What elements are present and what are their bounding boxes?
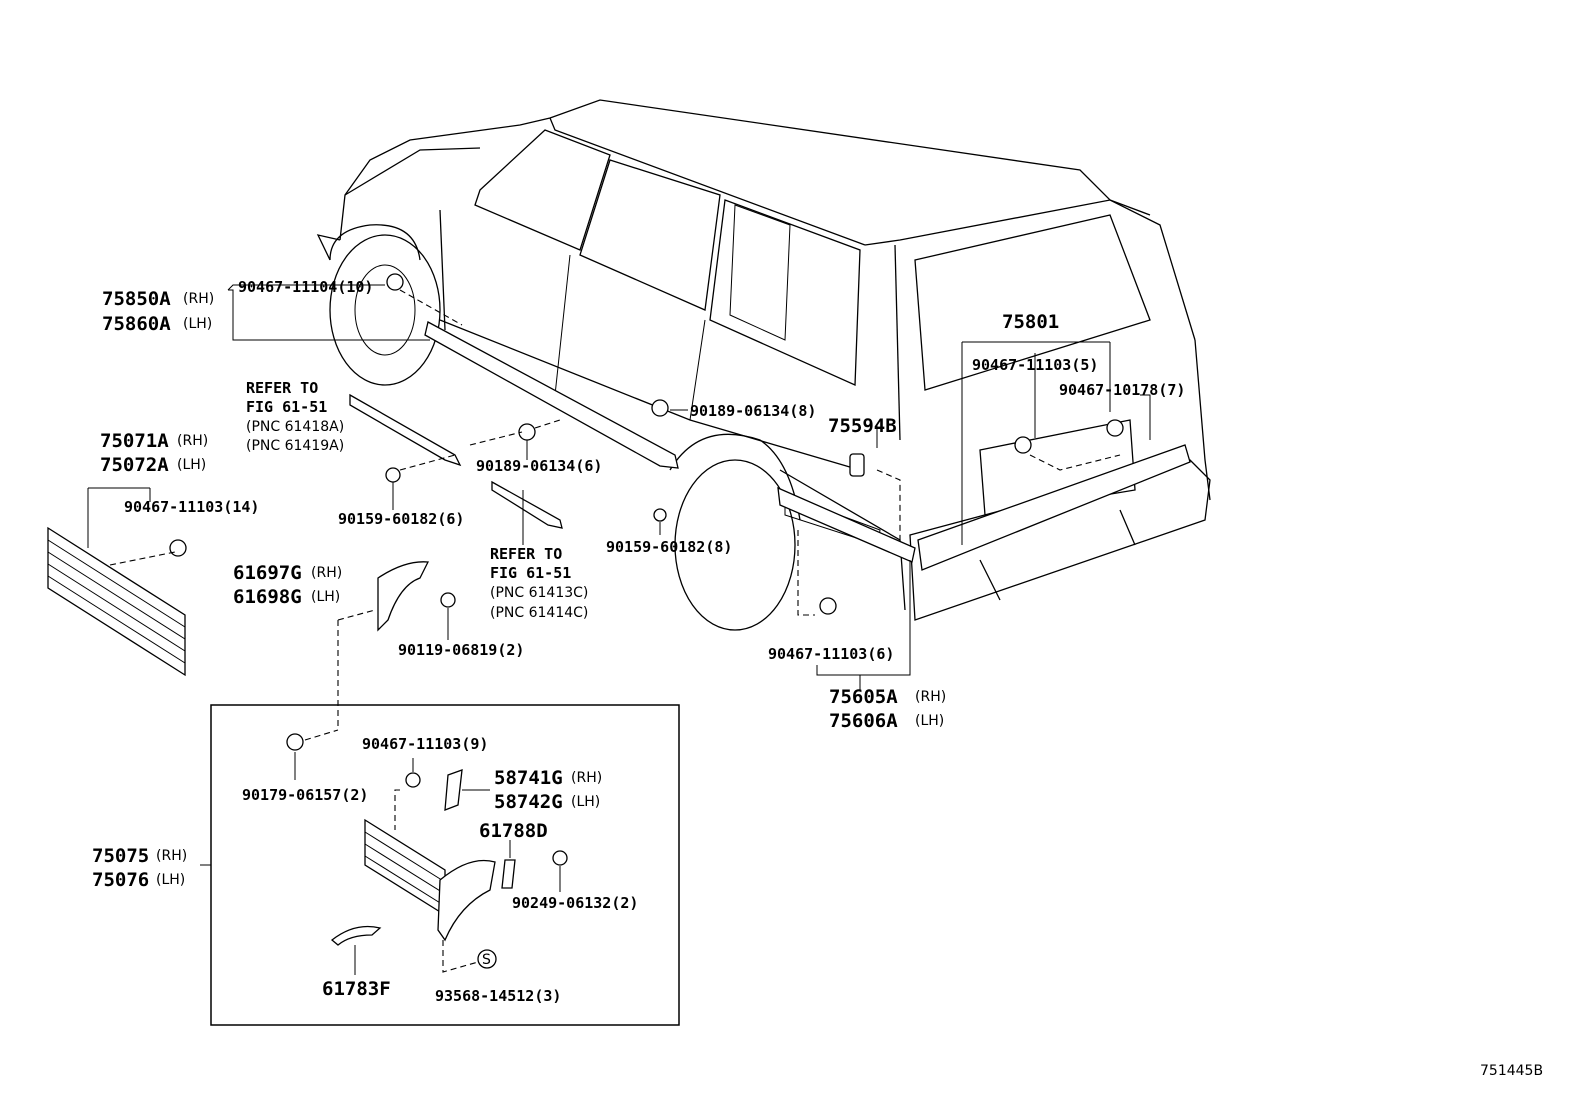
label-75801: 75801 <box>1002 311 1059 333</box>
bracket-refer-fig-lower <box>491 480 563 529</box>
label-rh-75850A: (RH) <box>183 291 214 307</box>
label-lh-75860A: (LH) <box>183 316 212 332</box>
label-75850A: 75850A <box>102 288 171 310</box>
label-93568-14512: 93568-14512(3) <box>435 987 561 1005</box>
label-90189-06134-8: 90189-06134(8) <box>690 402 816 420</box>
label-pnc-61419A: (PNC 61419A) <box>246 438 344 454</box>
label-61698G: 61698G <box>233 586 302 608</box>
label-fig-61-51-2: FIG 61-51 <box>490 564 571 582</box>
rear-side-moulding-part <box>777 486 916 563</box>
label-75606A: 75606A <box>829 710 898 732</box>
leader-lines <box>87 284 1151 730</box>
label-90119-06819: 90119-06819(2) <box>398 641 524 659</box>
label-90467-11104: 90467-11104(10) <box>238 278 373 296</box>
label-75076: 75076 <box>92 869 149 891</box>
label-refer-to-1: REFER TO <box>246 379 318 397</box>
label-75605A: 75605A <box>829 686 898 708</box>
label-lh-75606A: (LH) <box>915 713 944 729</box>
label-lh-75076: (LH) <box>156 872 185 888</box>
label-rh-75071A: (RH) <box>177 433 208 449</box>
fastener-clips <box>169 273 1124 615</box>
label-lh-75072A: (LH) <box>177 457 206 473</box>
label-90467-11103-9: 90467-11103(9) <box>362 735 488 753</box>
label-58742G: 58742G <box>494 791 563 813</box>
detail-box-parts <box>200 729 568 975</box>
label-90179-06157: 90179-06157(2) <box>242 786 368 804</box>
label-90467-11103-6: 90467-11103(6) <box>768 645 894 663</box>
rocker-moulding-part <box>424 321 679 469</box>
label-lh-61698G: (LH) <box>311 589 340 605</box>
label-pnc-61413C: (PNC 61413C) <box>490 585 588 601</box>
back-door-garnish-part <box>917 444 1191 571</box>
detail-box <box>210 704 680 1026</box>
label-90159-60182-8: 90159-60182(8) <box>606 538 732 556</box>
label-pnc-61414C: (PNC 61414C) <box>490 605 588 621</box>
label-58741G: 58741G <box>494 767 563 789</box>
mudguard-part <box>377 561 430 632</box>
label-61697G: 61697G <box>233 562 302 584</box>
label-rh-75075: (RH) <box>156 848 187 864</box>
bracket-refer-fig-upper <box>349 393 462 467</box>
label-90159-60182-6: 90159-60182(6) <box>338 510 464 528</box>
label-pnc-61418A: (PNC 61418A) <box>246 419 344 435</box>
label-61783F: 61783F <box>322 978 391 1000</box>
label-fig-61-51-1: FIG 61-51 <box>246 398 327 416</box>
label-90249-06132: 90249-06132(2) <box>512 894 638 912</box>
label-90467-11103-5: 90467-11103(5) <box>972 356 1098 374</box>
label-refer-to-2: REFER TO <box>490 545 562 563</box>
label-rh-75605A: (RH) <box>915 689 946 705</box>
front-side-moulding-part <box>47 526 186 677</box>
clip-75594B-part <box>849 453 865 477</box>
label-75075: 75075 <box>92 845 149 867</box>
label-90467-10178: 90467-10178(7) <box>1059 381 1185 399</box>
label-75071A: 75071A <box>100 430 169 452</box>
label-75860A: 75860A <box>102 313 171 335</box>
label-rh-58741G: (RH) <box>571 770 602 786</box>
label-61788D: 61788D <box>479 820 548 842</box>
figure-code: 751445B <box>1480 1063 1543 1079</box>
label-75594B: 75594B <box>828 415 897 437</box>
label-90189-06134-6: 90189-06134(6) <box>476 457 602 475</box>
label-s-symbol: S <box>482 952 491 968</box>
label-lh-58742G: (LH) <box>571 794 600 810</box>
label-90467-11103-14: 90467-11103(14) <box>124 498 259 516</box>
label-75072A: 75072A <box>100 454 169 476</box>
label-rh-61697G: (RH) <box>311 565 342 581</box>
